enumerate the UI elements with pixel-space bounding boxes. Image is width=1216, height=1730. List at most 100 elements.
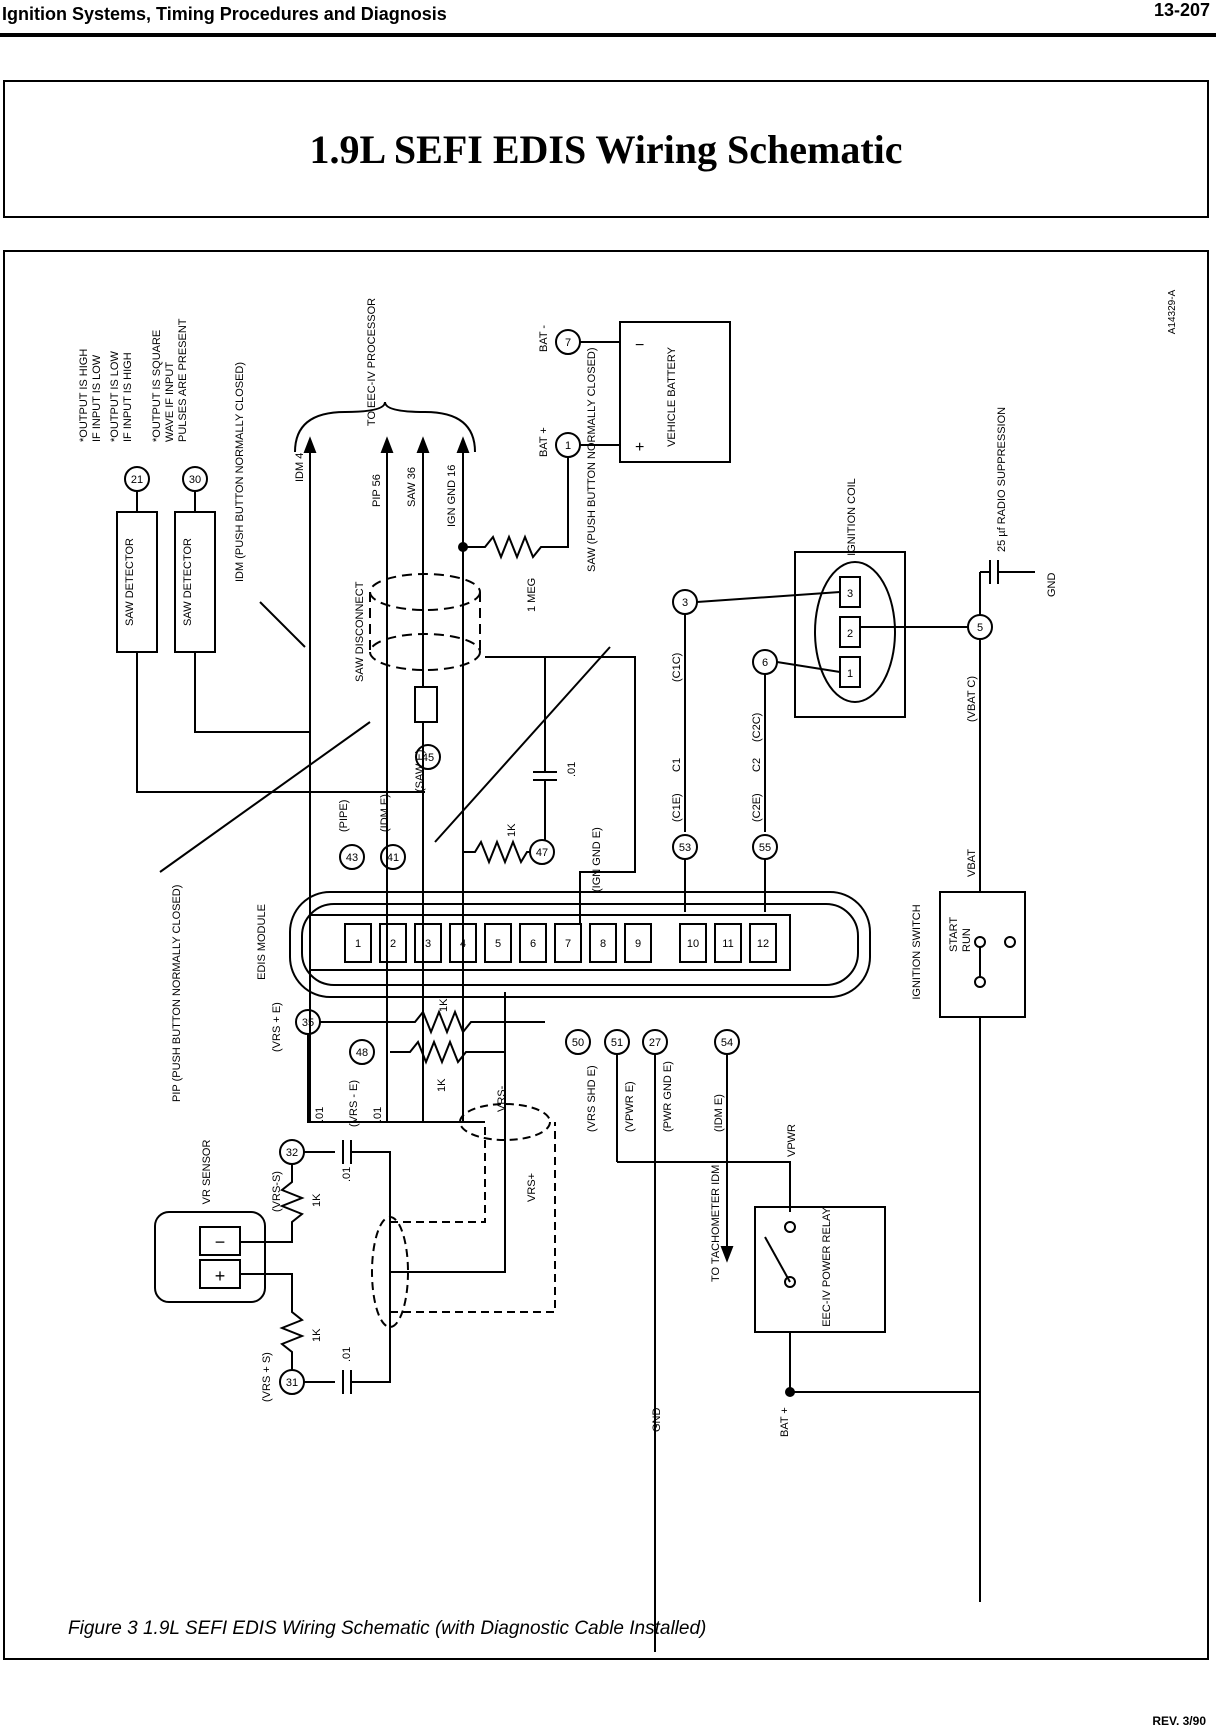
- svg-text:VR SENSOR: VR SENSOR: [201, 1140, 213, 1205]
- svg-text:IGNITION SWITCH: IGNITION SWITCH: [911, 904, 923, 999]
- saw-detector-1: SAW DETECTOR: [116, 511, 158, 653]
- svg-text:*OUTPUT IS LOW: *OUTPUT IS LOW: [109, 351, 121, 442]
- svg-text:1K: 1K: [506, 823, 518, 837]
- svg-text:3: 3: [847, 588, 853, 600]
- svg-text:(IGN GND E): (IGN GND E): [591, 827, 603, 892]
- svg-text:10: 10: [687, 938, 699, 950]
- svg-text:VRS-: VRS-: [496, 1085, 508, 1112]
- svg-text:−: −: [215, 1232, 226, 1252]
- svg-text:1K: 1K: [436, 1078, 448, 1092]
- svg-text:GND: GND: [1046, 573, 1058, 598]
- svg-text:SAW 36: SAW 36: [406, 467, 418, 507]
- svg-text:6: 6: [530, 938, 536, 950]
- edis-pins: 1 2 3 4 5 6 7 8 9 10 11 12: [344, 923, 777, 963]
- svg-text:1: 1: [355, 938, 361, 950]
- svg-text:51: 51: [611, 1037, 623, 1049]
- svg-text:IDM 4: IDM 4: [294, 453, 306, 482]
- svg-text:47: 47: [536, 847, 548, 859]
- svg-text:PULSES ARE PRESENT: PULSES ARE PRESENT: [177, 318, 189, 442]
- figure-caption: Figure 3 1.9L SEFI EDIS Wiring Schematic…: [68, 1618, 707, 1639]
- section-title: Ignition Systems, Timing Procedures and …: [2, 4, 447, 24]
- svg-text:9: 9: [635, 938, 641, 950]
- vr-sensor: − + VR SENSOR: [154, 1140, 266, 1303]
- svg-text:(IDM E): (IDM E): [379, 794, 391, 832]
- svg-text:1: 1: [565, 440, 571, 452]
- svg-text:12: 12: [757, 938, 769, 950]
- svg-text:6: 6: [762, 657, 768, 669]
- svg-text:VPWR: VPWR: [786, 1124, 798, 1157]
- svg-text:(VRS + E): (VRS + E): [271, 1002, 283, 1052]
- svg-text:VRS+: VRS+: [526, 1173, 538, 1202]
- processor-brace: [294, 401, 476, 453]
- svg-text:*OUTPUT IS HIGH: *OUTPUT IS HIGH: [78, 349, 90, 442]
- svg-text:VEHICLE BATTERY: VEHICLE BATTERY: [666, 346, 678, 447]
- output-notes: *OUTPUT IS HIGH IF INPUT IS LOW *OUTPUT …: [78, 318, 189, 442]
- svg-text:GND: GND: [651, 1408, 663, 1433]
- svg-text:*OUTPUT IS SQUARE: *OUTPUT IS SQUARE: [151, 330, 163, 442]
- svg-text:5: 5: [495, 938, 501, 950]
- title-box: 1.9L SEFI EDIS Wiring Schematic: [3, 80, 1209, 218]
- svg-text:C1: C1: [671, 758, 683, 772]
- svg-text:+: +: [215, 1266, 226, 1286]
- svg-text:PIP (PUSH BUTTON NORMALLY CLOS: PIP (PUSH BUTTON NORMALLY CLOSED): [171, 885, 183, 1102]
- svg-text:−: −: [635, 337, 644, 354]
- svg-text:TO TACHOMETER IDM: TO TACHOMETER IDM: [710, 1165, 722, 1282]
- svg-text:BAT +: BAT +: [538, 427, 550, 457]
- svg-text:50: 50: [572, 1037, 584, 1049]
- svg-text:BAT +: BAT +: [779, 1407, 791, 1437]
- svg-text:(PIPE): (PIPE): [338, 800, 350, 832]
- svg-text:SAW (PUSH BUTTON NORMALLY CLOS: SAW (PUSH BUTTON NORMALLY CLOSED): [586, 347, 598, 572]
- svg-text:EEC-IV POWER RELAY: EEC-IV POWER RELAY: [821, 1207, 833, 1327]
- svg-text:5: 5: [977, 622, 983, 634]
- page-title: 1.9L SEFI EDIS Wiring Schematic: [309, 127, 903, 172]
- revision-note: REV. 3/90: [1152, 1714, 1206, 1728]
- svg-text:+: +: [635, 439, 644, 456]
- svg-text:1K: 1K: [311, 1193, 323, 1207]
- svg-text:PIP 56: PIP 56: [371, 474, 383, 507]
- svg-text:VBAT: VBAT: [966, 849, 978, 877]
- svg-text:C2: C2: [751, 758, 763, 772]
- svg-text:1 MEG: 1 MEG: [526, 578, 538, 612]
- edis-module: EDIS MODULE: [256, 891, 871, 998]
- svg-text:25 µf RADIO SUPPRESSION: 25 µf RADIO SUPPRESSION: [996, 407, 1008, 552]
- svg-text:31: 31: [286, 1377, 298, 1389]
- svg-text:2: 2: [847, 628, 853, 640]
- svg-text:(VPWR E): (VPWR E): [624, 1081, 636, 1132]
- svg-text:IGNITION COIL: IGNITION COIL: [846, 478, 858, 556]
- svg-text:IF INPUT IS HIGH: IF INPUT IS HIGH: [122, 352, 134, 442]
- svg-text:45: 45: [422, 752, 434, 764]
- svg-text:53: 53: [679, 842, 691, 854]
- svg-text:1: 1: [847, 668, 853, 680]
- svg-text:(VRS SHD E): (VRS SHD E): [586, 1065, 598, 1132]
- svg-text:27: 27: [649, 1037, 661, 1049]
- svg-text:41: 41: [387, 852, 399, 864]
- svg-text:(VBAT C): (VBAT C): [966, 676, 978, 722]
- svg-text:.01: .01: [372, 1107, 384, 1122]
- svg-text:(C1E): (C1E): [671, 793, 683, 822]
- svg-text:7: 7: [565, 938, 571, 950]
- svg-text:SAW DETECTOR: SAW DETECTOR: [124, 538, 136, 626]
- svg-text:.01: .01: [341, 1167, 353, 1182]
- svg-text:3: 3: [425, 938, 431, 950]
- figure-id: A14329-A: [1167, 289, 1178, 334]
- svg-text:(VRS-S): (VRS-S): [271, 1171, 283, 1212]
- svg-text:54: 54: [721, 1037, 733, 1049]
- svg-text:(C1C): (C1C): [671, 653, 683, 682]
- svg-text:SAW DISCONNECT: SAW DISCONNECT: [354, 581, 366, 682]
- svg-text:21: 21: [131, 474, 143, 486]
- svg-text:(C2E): (C2E): [751, 793, 763, 822]
- svg-text:11: 11: [722, 938, 733, 950]
- svg-text:BAT -: BAT -: [538, 325, 550, 352]
- svg-text:1K: 1K: [438, 998, 450, 1012]
- svg-text:(VRS - E): (VRS - E): [348, 1080, 360, 1127]
- svg-text:IF INPUT IS LOW: IF INPUT IS LOW: [91, 354, 103, 442]
- ignition-switch: START RUN IGNITION SWITCH: [911, 891, 1026, 1018]
- vehicle-battery: VEHICLE BATTERY − +: [619, 321, 731, 463]
- svg-text:.01: .01: [341, 1347, 353, 1362]
- svg-text:2: 2: [390, 938, 396, 950]
- svg-text:IDM (PUSH BUTTON NORMALLY CLOS: IDM (PUSH BUTTON NORMALLY CLOSED): [234, 362, 246, 582]
- svg-text:.01: .01: [566, 762, 578, 777]
- svg-text:30: 30: [189, 474, 201, 486]
- schematic-svg: A14329-A *OUTPUT IS HIGH IF INPUT IS LOW…: [78, 289, 1178, 1652]
- wiring-schematic: A14329-A *OUTPUT IS HIGH IF INPUT IS LOW…: [3, 250, 1209, 1660]
